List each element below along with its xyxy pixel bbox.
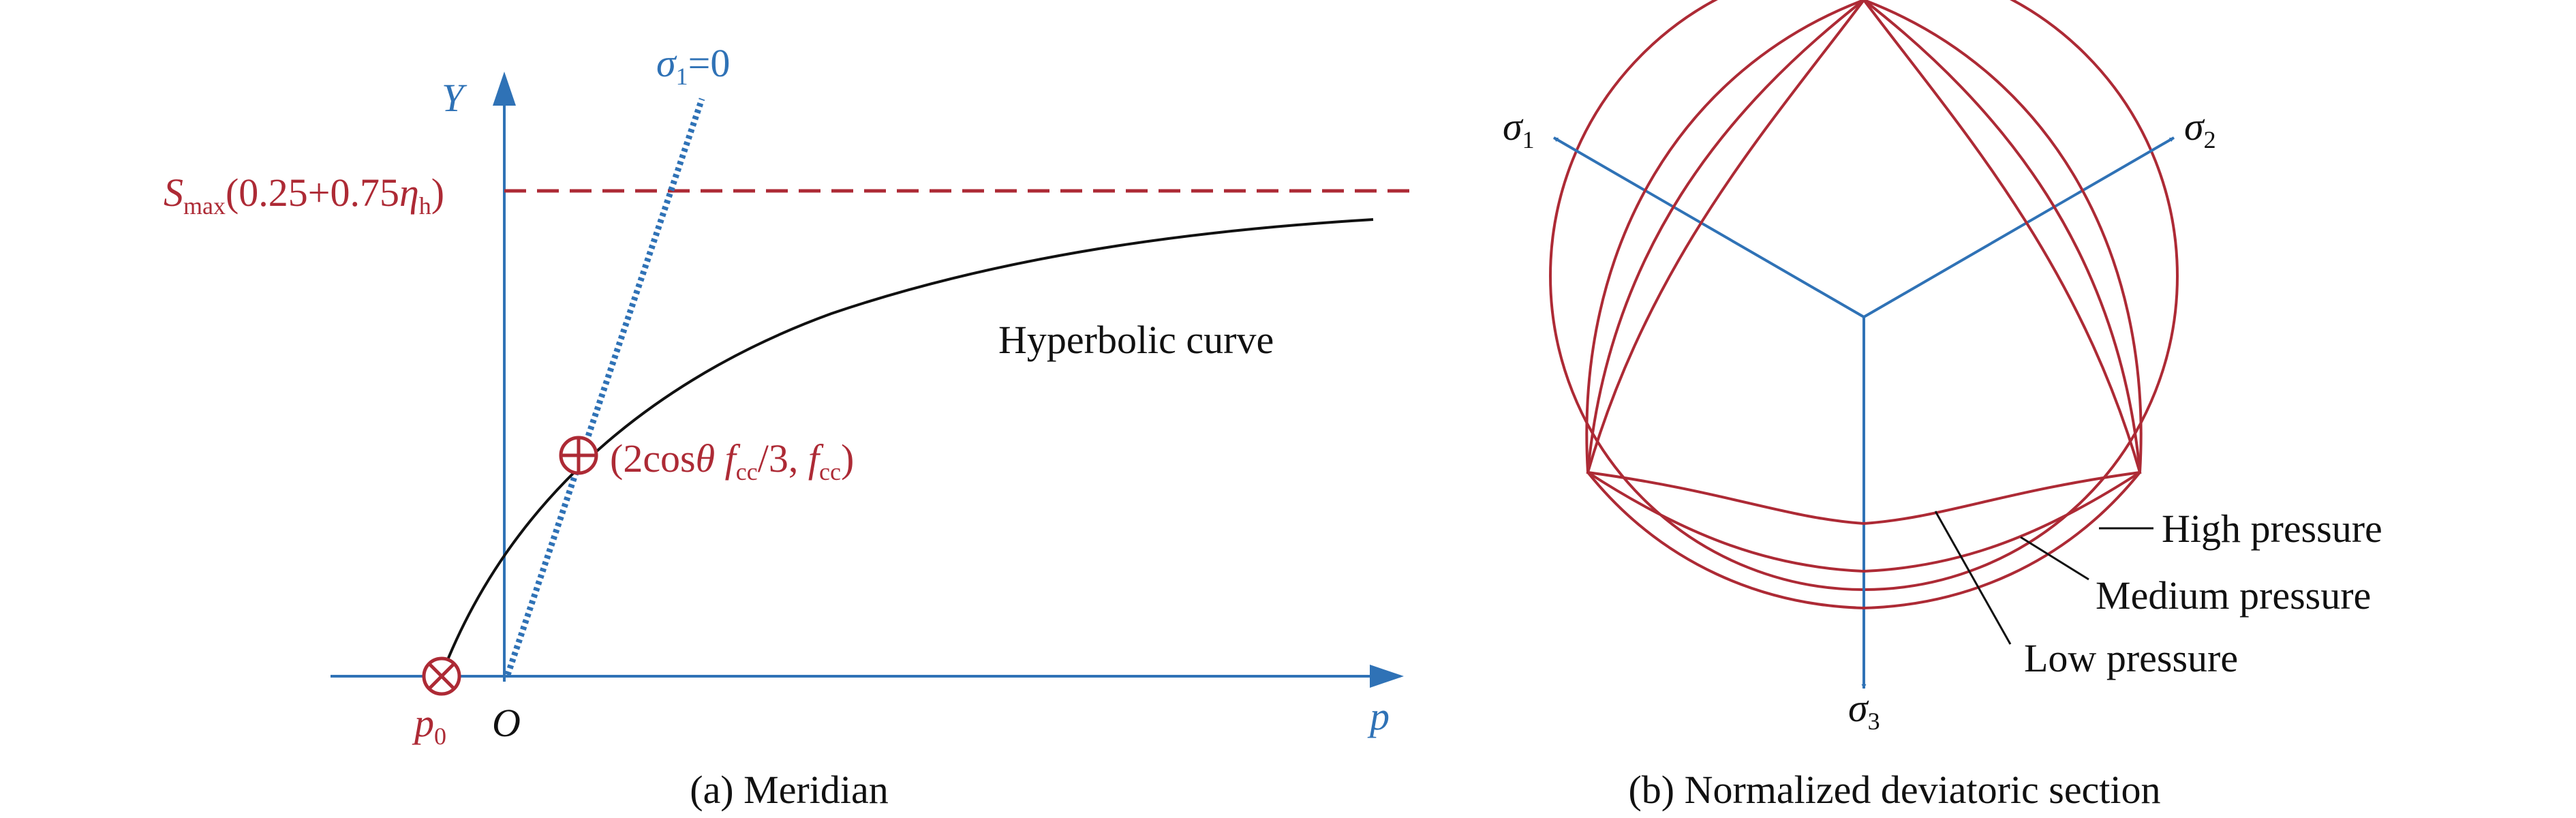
y-axis-label: Y bbox=[442, 76, 467, 120]
label-low-pressure: Low pressure bbox=[2024, 636, 2238, 680]
hyperbolic-curve bbox=[440, 218, 1374, 676]
smax-label: Smax(0.25+0.75ηh) bbox=[164, 170, 444, 219]
label-medium-pressure: Medium pressure bbox=[2096, 573, 2371, 618]
sigma2-axis bbox=[1862, 136, 2175, 318]
y-axis-arrowhead bbox=[493, 72, 516, 106]
sigma1-axis bbox=[1552, 136, 1865, 318]
p-axis-arrowhead bbox=[1370, 665, 1404, 688]
caption-meridian: (a) Meridian bbox=[690, 768, 888, 812]
panel-deviatoric: σ1 σ2 σ3 High pressure Medium pressure L… bbox=[1503, 0, 2382, 812]
sigma3-label: σ3 bbox=[1848, 686, 1880, 735]
yield-curve-low-pressure bbox=[1586, 0, 2142, 526]
caption-deviatoric: (b) Normalized deviatoric section bbox=[1628, 768, 2160, 812]
sigma1-zero-label: σ1=0 bbox=[656, 41, 730, 90]
p-axis-label: p bbox=[1367, 694, 1390, 738]
fcc-point-label: (2cosθ fcc/3, fcc) bbox=[610, 436, 854, 485]
yield-curve-medium-pressure bbox=[1586, 0, 2142, 573]
sigma2-label: σ2 bbox=[2184, 104, 2216, 153]
sigma1-label: σ1 bbox=[1503, 104, 1535, 153]
origin-label: O bbox=[492, 701, 521, 745]
panel-meridian: Y σ1=0 Smax(0.25+0.75ηh) Hyperbolic curv… bbox=[164, 41, 1414, 812]
leader-medium-pressure bbox=[2020, 536, 2089, 581]
hyperbolic-curve-label: Hyperbolic curve bbox=[998, 318, 1274, 362]
sigma1-zero-dotted-line bbox=[504, 97, 705, 676]
p0-label: p0 bbox=[412, 701, 446, 750]
p0-marker bbox=[422, 656, 461, 696]
leader-low-pressure bbox=[1934, 511, 2012, 645]
label-high-pressure: High pressure bbox=[2162, 506, 2382, 551]
fcc-point-marker bbox=[559, 436, 598, 475]
yield-curve-high-pressure bbox=[1585, 0, 2143, 610]
